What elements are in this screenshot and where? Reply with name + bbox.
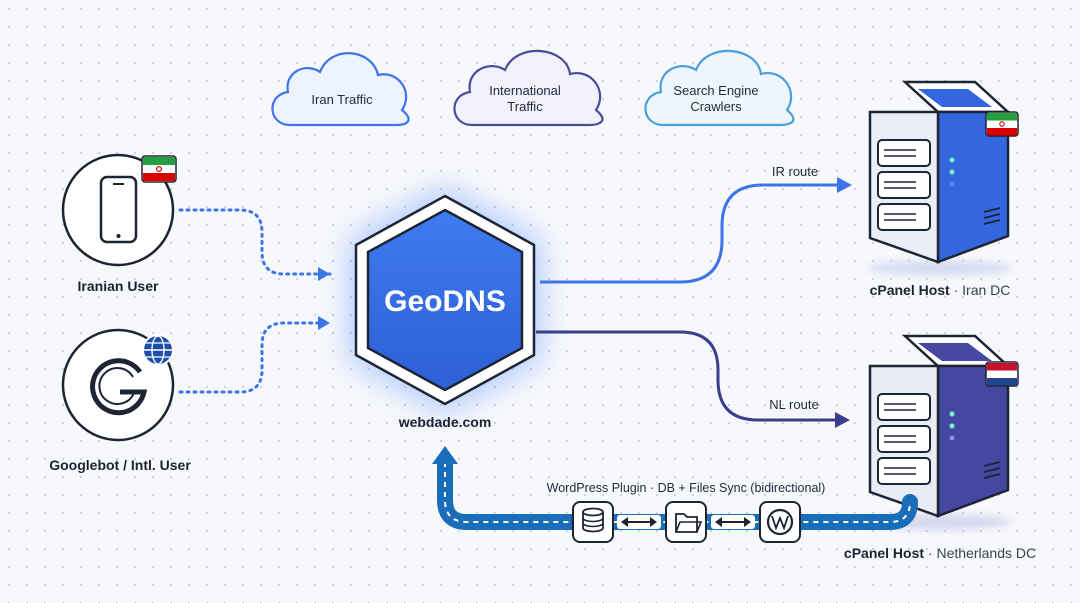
netherlands-host-label: cPanel Host · Netherlands DC bbox=[844, 545, 1036, 561]
bidirectional-arrow-icon bbox=[711, 515, 755, 529]
cloud-iran-traffic: Iran Traffic bbox=[271, 52, 410, 127]
cloud-crawlers-label-1: Search Engine bbox=[673, 83, 758, 98]
googlebot-user-label: Googlebot / Intl. User bbox=[49, 457, 191, 473]
domain-label: webdade.com bbox=[398, 414, 492, 430]
iran-server: cPanel Host · Iran DC bbox=[868, 80, 1019, 298]
google-icon bbox=[90, 358, 148, 416]
wordpress-icon bbox=[759, 501, 801, 543]
iranian-user-label: Iranian User bbox=[78, 278, 159, 294]
geodns-node: GeoDNS webdade.com bbox=[350, 188, 540, 430]
nl-route-label: NL route bbox=[769, 397, 818, 412]
sync-arrowhead bbox=[432, 446, 458, 464]
route-ir: IR route bbox=[540, 164, 852, 284]
cloud-iran-label: Iran Traffic bbox=[311, 92, 373, 107]
smartphone-icon bbox=[99, 175, 138, 244]
bidirectional-arrow-icon bbox=[617, 515, 661, 529]
netherlands-flag-icon bbox=[985, 361, 1019, 387]
ir-route-label: IR route bbox=[772, 164, 818, 179]
iran-host-label: cPanel Host · Iran DC bbox=[870, 282, 1011, 298]
iran-flag-icon bbox=[985, 111, 1019, 137]
iranian-user-node: Iranian User bbox=[61, 153, 177, 294]
cloud-international-traffic: International Traffic bbox=[453, 49, 604, 127]
ir-route-arrowhead bbox=[837, 177, 852, 193]
netherlands-server: cPanel Host · Netherlands DC bbox=[844, 334, 1036, 561]
nl-route-arrowhead bbox=[835, 412, 850, 428]
googlebot-user-node: Googlebot / Intl. User bbox=[49, 328, 191, 473]
database-icon bbox=[572, 501, 614, 543]
cloud-crawlers-label-2: Crawlers bbox=[690, 99, 742, 114]
route-nl: NL route bbox=[536, 330, 850, 428]
globe-icon bbox=[142, 334, 174, 366]
sync-pipe: WordPress Plugin · DB + Files Sync (bidi… bbox=[432, 446, 918, 543]
geodns-title: GeoDNS bbox=[384, 285, 506, 318]
cloud-search-engine-crawlers: Search Engine Crawlers bbox=[644, 49, 795, 127]
sync-label: WordPress Plugin · DB + Files Sync (bidi… bbox=[547, 481, 826, 495]
cloud-international-label-1: International bbox=[489, 83, 561, 98]
cloud-international-label-2: Traffic bbox=[507, 99, 543, 114]
incoming-paths bbox=[178, 208, 332, 394]
server-icon bbox=[868, 334, 1012, 518]
server-icon bbox=[868, 80, 1012, 264]
iran-flag-icon bbox=[141, 155, 177, 183]
folder-icon bbox=[665, 501, 707, 543]
